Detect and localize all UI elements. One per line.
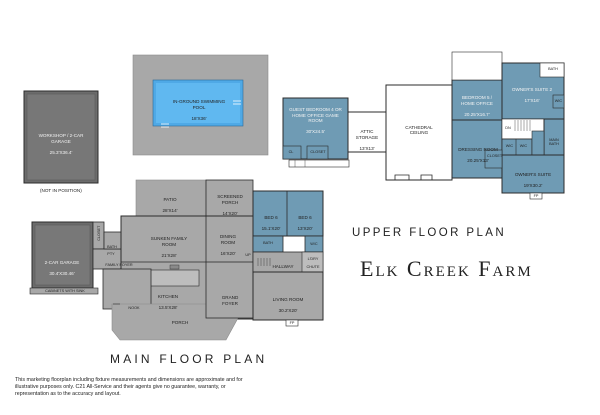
wic2-label: WIC <box>505 144 514 148</box>
hallway-label: HALLWAY <box>272 264 294 269</box>
patio-area <box>135 179 254 217</box>
upper-floor <box>282 51 565 200</box>
upper-floor-title: UPPER FLOOR PLAN <box>352 227 507 239</box>
up-label: UP <box>245 253 251 257</box>
garage-closet-label: CLOSET <box>96 225 101 241</box>
living-fp-label: FP <box>289 321 295 325</box>
main-floor-title: MAIN FLOOR PLAN <box>110 352 268 366</box>
dressing-label: DRESSING ROOM 20.25'x13' <box>458 147 498 164</box>
bed6b-label: BED 6 13'x20' <box>297 215 313 232</box>
screened-porch-label: SCREENED PORCH 14'x20' <box>217 194 243 216</box>
kitchen-label: KITCHEN 13.5'x28' <box>157 294 179 311</box>
owners-label: OWNER'S SUITE 19'x30.2' <box>514 172 552 189</box>
ldry-label: L'DRY <box>307 257 319 261</box>
bath-upper-label: BATH <box>548 67 558 71</box>
nook-label: NOOK <box>128 306 140 310</box>
disclaimer-text: This marketing floorplan including fixtu… <box>15 377 243 398</box>
dining-label: DINING ROOM 16'x20' <box>219 234 237 256</box>
grand-foyer-label: GRAND FOYER <box>221 295 239 306</box>
chute-label: CHUTE <box>306 265 320 269</box>
family-foyer-label: FAMILY FOYER <box>105 263 133 267</box>
farm-name-title: Elk Creek Farm <box>360 256 533 281</box>
upper-fp-label: FP <box>533 194 539 198</box>
sunken-family-label: SUNKEN FAMILY ROOM 21'x28' <box>150 236 188 258</box>
bedroom5-label: BEDROOM 5 / HOME OFFICE 20.25'x16.7' <box>461 95 493 117</box>
not-in-position-note: (NOT IN POSITION) <box>40 188 82 193</box>
small-bath-label: BATH <box>107 245 117 249</box>
garage-label: 2-CAR GARAGE 30.4'x30.46' <box>44 260 80 277</box>
cathedral-label: CATHEDRAL CEILING <box>405 125 433 136</box>
owners2-label: OWNER'S SUITE 2 17'x16' <box>511 87 553 104</box>
pty-label: PTY <box>107 252 115 256</box>
main-bath-upper-label: MAIN BATH <box>549 138 559 147</box>
guest-bed-label: GUEST BEDROOM 4 OR HOME OFFICE GAME ROOM… <box>289 107 342 135</box>
guest-cl-label: CL <box>288 150 294 154</box>
workshop-building <box>23 90 99 184</box>
attic-label: ATTIC STORAGE 13'x13' <box>355 129 379 151</box>
living-label: LIVING ROOM 30.2'x20' <box>272 297 304 314</box>
closet2-label: CLOSET <box>487 154 503 158</box>
upper-dn-label: DN <box>505 126 511 130</box>
workshop-label: WORKSHOP / 2-CAR GARAGE 25.3'x36.4' <box>38 133 84 155</box>
main-house <box>29 190 324 341</box>
wic3-label: WIC <box>519 144 528 148</box>
guest-closet-label: CLOSET <box>310 150 326 154</box>
cabinets-label: CABINETS WITH SINK <box>45 289 85 293</box>
patio-label: PATIO 28'x14' <box>162 197 178 214</box>
wic-label: W/C <box>310 242 318 246</box>
wic1-label: WIC <box>554 99 563 103</box>
pool-area <box>132 54 269 156</box>
porch-label: PORCH <box>171 320 189 325</box>
main-bath-label: BATH <box>263 241 273 245</box>
bed6-label: BED 6 15.1'x20' <box>261 215 281 232</box>
pool-label: IN-GROUND SWIMMING POOL 18'x36' <box>172 99 226 121</box>
